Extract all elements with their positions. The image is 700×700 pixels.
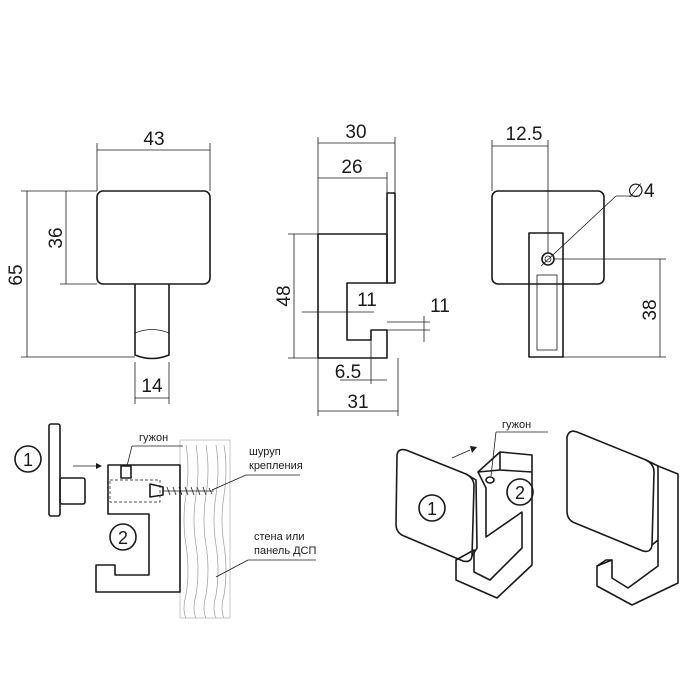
dim-front-stem-width: 14 [141, 376, 163, 397]
dim-front-height-total: 65 [6, 264, 27, 285]
iso-assembled-body [596, 465, 679, 606]
dim-front-height-inner: 36 [46, 227, 67, 248]
side-view: 30 26 48 11 11 6.5 31 [274, 122, 450, 416]
back-view: 12.5 ∅4 38 [491, 124, 666, 358]
back-body [528, 232, 564, 358]
iso-assembled [566, 430, 679, 606]
iso-exploded: 1 2 гужон [395, 419, 548, 599]
callout-circle-iso-2 [506, 478, 534, 506]
arrow-iso [451, 449, 471, 459]
label-wall-2: панель ДСП [254, 545, 317, 557]
iso-stud-hole [485, 476, 495, 484]
iso-body-part2 [455, 451, 533, 599]
side-plate [386, 192, 396, 284]
callout-circle-1 [14, 445, 42, 473]
dim-back-offset: 12.5 [506, 124, 543, 145]
back-slot [536, 274, 558, 351]
dim-side-slot-a: 11 [357, 290, 377, 311]
dim-side-width-inner: 26 [341, 157, 362, 178]
screw-icon [149, 483, 214, 498]
front-stem [134, 284, 170, 360]
mount-body-part2 [95, 464, 181, 593]
dim-side-bottom: 31 [347, 392, 368, 413]
mount-plate-part1 [48, 423, 61, 517]
mount-stud-part1 [59, 477, 86, 505]
label-stud-iso: гужон [502, 419, 531, 431]
stud-marker [120, 465, 132, 479]
dim-front-width: 43 [143, 129, 164, 150]
mounting-diagram: 1 2 гужон шуруп крепления стена или пане… [14, 423, 317, 619]
wall-panel [179, 439, 231, 619]
dim-side-slot-b: 11 [430, 296, 450, 317]
dim-back-hole: ∅4 [627, 181, 655, 202]
label-stud: гужон [139, 432, 168, 444]
dim-back-height: 38 [640, 299, 661, 320]
callout-1: 1 [23, 450, 33, 470]
iso-assembled-plate [566, 430, 655, 553]
front-view: 43 36 65 14 [6, 129, 211, 404]
label-screw-2: крепления [249, 460, 303, 472]
front-stem-shade [134, 329, 170, 334]
label-wall-1: стена или [254, 531, 305, 543]
dim-side-width-total: 30 [345, 122, 366, 143]
label-screw-1: шуруп [249, 446, 281, 458]
callout-circle-iso-1 [418, 494, 446, 522]
front-plate [96, 190, 211, 285]
callout-circle-2 [109, 523, 137, 551]
callout-iso-2: 2 [515, 483, 525, 503]
dim-side-lip: 6.5 [335, 362, 361, 383]
callout-2: 2 [118, 528, 128, 548]
callout-iso-1: 1 [427, 499, 437, 519]
dim-side-height: 48 [274, 285, 295, 306]
